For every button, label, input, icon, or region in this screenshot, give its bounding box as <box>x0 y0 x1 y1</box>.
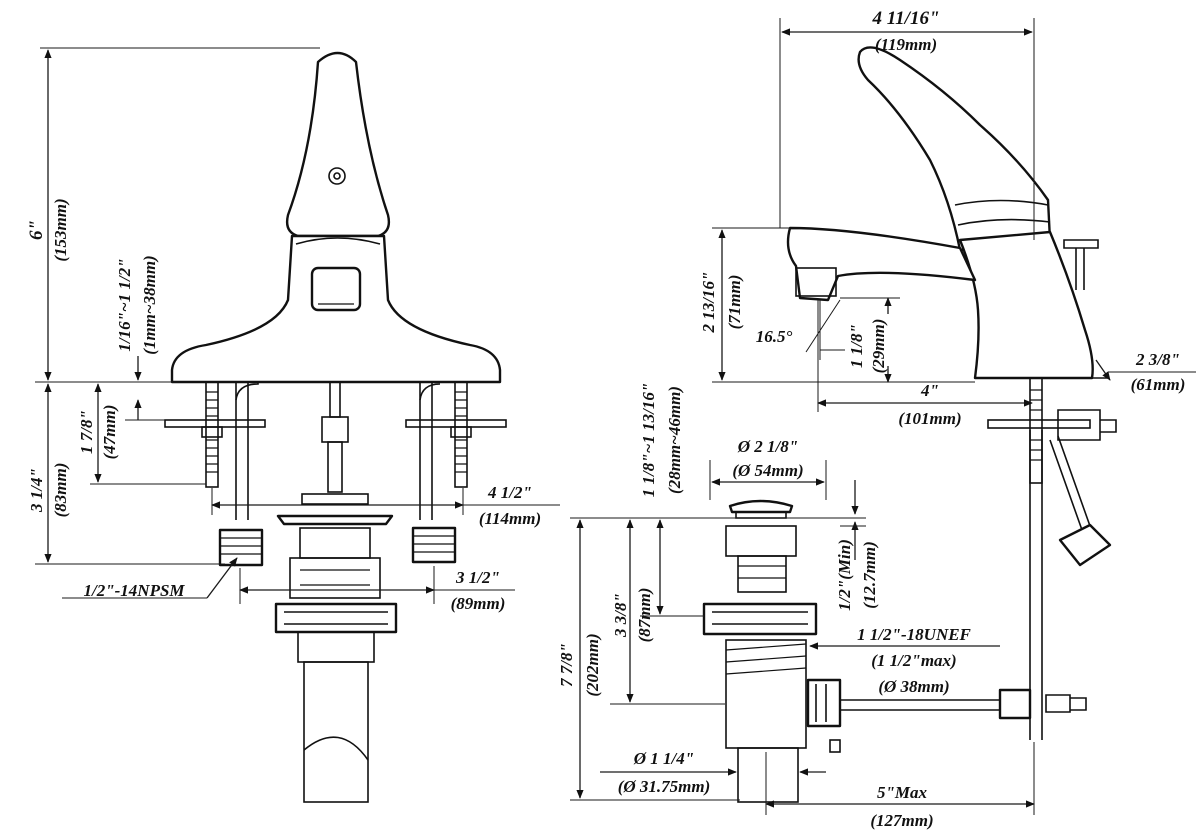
spout-reach-mm-label: (101mm) <box>898 409 961 428</box>
drain-thread-dia-label: (Ø 38mm) <box>878 677 949 696</box>
below-deck-mm-label: (83mm) <box>51 463 70 518</box>
handle-depth-mm-label: (119mm) <box>875 35 937 54</box>
pivot-rod-max-label: 5"Max <box>877 783 928 802</box>
spout-angle-label: 16.5° <box>756 327 793 346</box>
front-handle <box>285 51 391 238</box>
front-drain <box>274 493 398 803</box>
total-length-label: 7 7/8" <box>557 643 576 687</box>
drain-view <box>702 499 842 803</box>
side-body <box>958 230 1094 380</box>
spout-height-label: 2 13/16" <box>699 272 718 334</box>
aerator-clearance-mm-label: (29mm) <box>869 319 888 374</box>
supply-spacing-label: 3 1/2" <box>455 568 500 587</box>
drain-dimension-lines <box>570 460 1035 815</box>
lift-rod-mm-label: (61mm) <box>1131 375 1186 394</box>
handle-depth-label: 4 11/16" <box>871 8 939 29</box>
flange-to-nut-label: 1 1/8"~1 13/16" <box>639 383 658 498</box>
drain-thread-max-label: (1 1/2"max) <box>871 651 956 670</box>
flange-dia-label: Ø 2 1/8" <box>737 437 798 456</box>
spout-reach-label: 4" <box>920 381 939 400</box>
drain-thread-spec-label: 1 1/2"-18UNEF <box>857 625 971 644</box>
below-deck-label: 3 1/4" <box>27 468 46 513</box>
front-dimension-lines <box>35 47 560 604</box>
flange-to-nut-mm-label: (28mm~46mm) <box>665 386 684 494</box>
tailpiece-dia-label: Ø 1 1/4" <box>633 749 694 768</box>
overall-height-label: 6" <box>26 220 47 240</box>
tailpiece-dia-mm-label: (Ø 31.75mm) <box>618 777 711 796</box>
body-length-label: 3 3/8" <box>611 593 630 638</box>
flange-dia-mm-label: (Ø 54mm) <box>732 461 803 480</box>
deck-thickness-label: 1/16"~1 1/2" <box>115 258 134 351</box>
deck-thickness-mm-label: (1mm~38mm) <box>140 255 159 354</box>
body-length-mm-label: (87mm) <box>635 588 654 643</box>
lift-rod-label: 2 3/8" <box>1135 350 1180 369</box>
side-handle <box>857 46 1052 252</box>
shank-spread-label: 4 1/2" <box>487 483 532 502</box>
shank-length-mm-label: (47mm) <box>100 405 119 460</box>
shank-spread-mm-label: (114mm) <box>479 509 541 528</box>
aerator-clearance-label: 1 1/8" <box>847 324 866 368</box>
overall-height-mm-label: (153mm) <box>51 198 70 261</box>
side-spout <box>786 226 977 302</box>
total-length-mm-label: (202mm) <box>583 633 602 696</box>
min-thread-mm-label: (12.7mm) <box>860 541 879 609</box>
front-thread-spec-label: 1/2"-14NPSM <box>83 581 185 600</box>
side-view <box>786 46 1117 740</box>
min-thread-label: 1/2"(Min) <box>835 539 854 611</box>
front-view <box>164 51 507 803</box>
front-supply-nuts <box>218 526 457 567</box>
pivot-rod-max-mm-label: (127mm) <box>870 811 933 830</box>
shank-length-label: 1 7/8" <box>77 410 96 454</box>
supply-spacing-mm-label: (89mm) <box>451 594 506 613</box>
side-dimension-lines <box>712 18 1196 412</box>
spout-height-mm-label: (71mm) <box>725 275 744 330</box>
